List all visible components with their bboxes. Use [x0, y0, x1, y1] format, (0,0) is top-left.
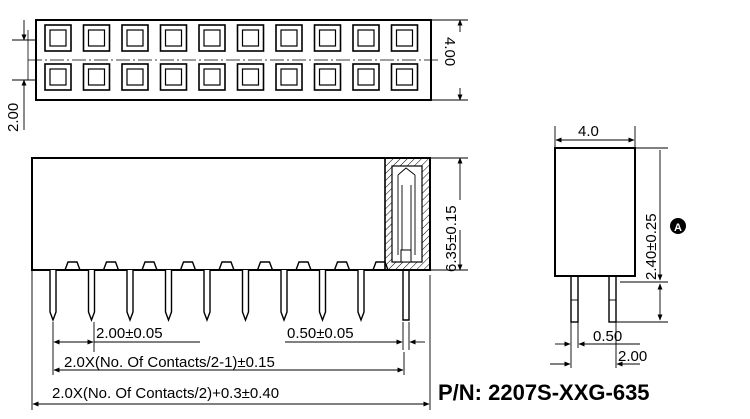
front-pin [357, 270, 365, 322]
front-pin [203, 270, 211, 322]
dim-total-length: 2.0X(No. Of Contacts/2)+0.3±0.40 [52, 385, 279, 402]
top-socket-inner [126, 29, 144, 47]
top-socket-inner [49, 68, 67, 86]
front-view: 6.35±0.15 2.00±0.05 0.50±0.05 2.0X(No. O… [31, 157, 468, 410]
front-pin [87, 270, 96, 322]
top-row-1 [44, 24, 419, 52]
top-socket-inner [164, 29, 183, 47]
top-socket [236, 63, 265, 91]
top-socket [159, 24, 188, 52]
top-socket [236, 24, 265, 52]
top-socket-inner [241, 29, 260, 47]
dim-pitch-tol: 2.00±0.05 [96, 325, 163, 342]
top-socket [159, 63, 188, 91]
front-pin [164, 270, 173, 322]
top-socket [121, 24, 149, 52]
top-socket [390, 63, 419, 91]
front-notch [372, 261, 389, 271]
top-socket [390, 24, 419, 52]
top-row-2 [44, 63, 419, 91]
top-socket [44, 24, 72, 52]
top-socket-inner [203, 29, 221, 47]
top-socket [352, 63, 380, 91]
top-socket-inner [126, 68, 144, 86]
side-view-body [554, 147, 636, 277]
top-socket [121, 63, 149, 91]
front-notch [295, 261, 312, 271]
side-view: 4.0 2.40±0.25 A 0.50 2.00 [550, 123, 686, 368]
front-pin [280, 270, 288, 322]
top-socket-inner [280, 68, 298, 86]
front-notch [141, 261, 158, 271]
front-notch [333, 261, 351, 271]
top-socket [313, 24, 342, 52]
front-pins [49, 270, 365, 322]
top-socket [44, 63, 72, 91]
dim-pitch-left: 2.00 [5, 103, 22, 132]
top-socket [313, 63, 342, 91]
top-socket-inner [318, 68, 337, 86]
dim-side-pitch: 2.00 [618, 348, 647, 365]
top-socket-inner [49, 29, 67, 47]
top-socket [82, 24, 111, 52]
dim-pin-width: 0.50±0.05 [287, 325, 354, 342]
dim-top-height: 4.00 [441, 37, 458, 66]
top-socket-inner [203, 68, 221, 86]
callout-a-icon [670, 218, 686, 234]
top-socket-inner [280, 29, 298, 47]
front-notches [64, 261, 389, 271]
top-socket-inner [318, 29, 337, 47]
top-socket [198, 24, 226, 52]
dim-side-pin: 0.50 [593, 328, 622, 345]
dim-side-width: 4.0 [578, 123, 599, 140]
dim-side-height: 2.40±0.25 [643, 213, 660, 280]
top-socket-inner [357, 68, 375, 86]
front-pin [126, 270, 134, 322]
top-socket-inner [357, 29, 375, 47]
top-socket-inner [395, 29, 414, 47]
top-socket-inner [241, 68, 260, 86]
front-view-body [31, 157, 431, 271]
front-notch [218, 261, 235, 271]
top-view: 2.00 4.00 [5, 19, 468, 132]
top-socket [198, 63, 226, 91]
top-socket [82, 63, 111, 91]
dim-height-635: 6.35±0.15 [443, 205, 460, 272]
front-notch [64, 261, 81, 271]
top-socket-inner [87, 68, 106, 86]
front-pin [49, 270, 57, 322]
part-number: P/N: 2207S-XXG-635 [438, 380, 650, 405]
front-notch [256, 261, 274, 271]
top-socket-inner [395, 68, 414, 86]
front-notch [179, 261, 197, 271]
dim-span-minus1: 2.0X(No. Of Contacts/2-1)±0.15 [64, 354, 275, 371]
top-socket [352, 24, 380, 52]
top-socket-inner [87, 29, 106, 47]
front-pin [241, 270, 250, 322]
top-socket [275, 63, 303, 91]
top-socket [275, 24, 303, 52]
top-socket-inner [164, 68, 183, 86]
callout-a-label: A [674, 222, 682, 234]
front-notch [102, 261, 120, 271]
front-pin [318, 270, 327, 322]
